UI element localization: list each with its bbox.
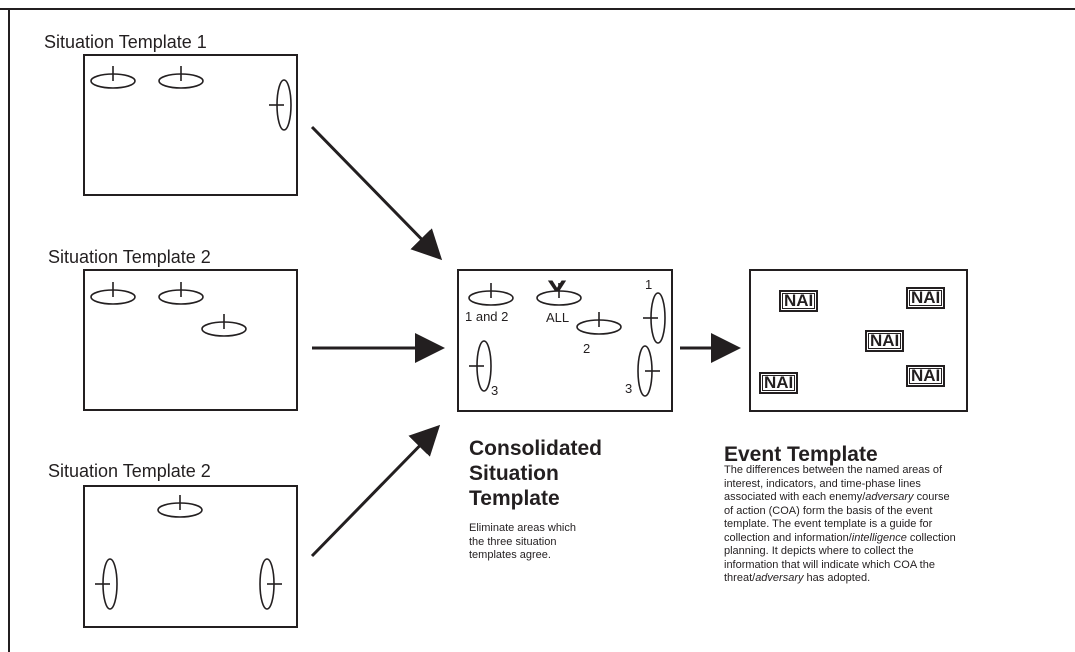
frame-top-border bbox=[0, 8, 1075, 10]
unit-symbol bbox=[468, 283, 514, 306]
arrow-template-3-to-consolidated bbox=[310, 424, 441, 558]
event-description-line: The differences between the named areas … bbox=[724, 464, 943, 476]
label-all: ALL bbox=[546, 310, 570, 325]
consolidated-description-line: templates agree. bbox=[469, 549, 551, 561]
label-3-right: 3 bbox=[625, 381, 633, 396]
unit-symbol bbox=[259, 558, 282, 610]
event-description-line: information that will indicate which COA… bbox=[724, 558, 935, 571]
event-description-line: associated with each enemy/adversary cou… bbox=[724, 491, 950, 503]
consolidated-description-line: Eliminate areas which bbox=[469, 522, 576, 534]
label-2: 2 bbox=[583, 341, 591, 356]
event-description: The differences between the named areas … bbox=[724, 464, 956, 586]
event-description-line: template. The event template is a guide … bbox=[724, 518, 933, 530]
unit-symbol bbox=[201, 314, 247, 337]
consolidated-heading-line-1: Consolidated bbox=[469, 437, 603, 460]
unit-symbol bbox=[637, 345, 660, 397]
arrow-template-1-to-consolidated bbox=[310, 125, 443, 261]
consolidated-heading: Consolidated Situation Template bbox=[469, 436, 602, 511]
nai-label: NAI bbox=[911, 288, 941, 307]
unit-symbol bbox=[95, 558, 118, 610]
label-3-left: 3 bbox=[491, 383, 499, 398]
nai-box-4: NAI bbox=[759, 372, 799, 394]
situation-template-1-title: Situation Template 1 bbox=[44, 32, 207, 52]
event-description-line: planning. It depicts where to collect th… bbox=[724, 545, 914, 557]
unit-symbol bbox=[576, 312, 622, 335]
unit-symbol bbox=[536, 283, 582, 306]
nai-label: NAI bbox=[764, 373, 794, 392]
event-description-line: threat/adversary has adopted. bbox=[724, 572, 871, 584]
event-heading: Event Template bbox=[724, 443, 878, 466]
unit-symbol bbox=[157, 495, 203, 518]
consolidated-description: Eliminate areas which the three situatio… bbox=[469, 522, 576, 563]
event-description-line: of action (COA) form the basis of the ev… bbox=[724, 504, 933, 517]
label-1: 1 bbox=[645, 277, 653, 292]
consolidated-description-line: the three situation bbox=[469, 535, 557, 548]
situation-template-3-title: Situation Template 2 bbox=[48, 461, 211, 481]
unit-symbol bbox=[469, 340, 492, 392]
consolidated-heading-line-2: Situation bbox=[469, 462, 559, 485]
unit-symbol bbox=[269, 79, 292, 131]
nai-box-3: NAI bbox=[865, 330, 905, 352]
label-1-and-2: 1 and 2 bbox=[465, 309, 509, 324]
unit-symbol bbox=[90, 66, 136, 89]
nai-box-1: NAI bbox=[779, 290, 819, 312]
event-description-line: collection and information/intelligence … bbox=[724, 531, 956, 544]
frame-left-border bbox=[8, 8, 10, 652]
consolidated-heading-line-3: Template bbox=[469, 487, 560, 510]
nai-label: NAI bbox=[911, 366, 941, 385]
unit-symbol bbox=[158, 66, 204, 89]
event-description-line: interest, indicators, and time-phase lin… bbox=[724, 477, 921, 490]
nai-label: NAI bbox=[870, 331, 900, 350]
nai-box-5: NAI bbox=[906, 365, 946, 387]
unit-symbol bbox=[158, 282, 204, 305]
unit-symbol bbox=[643, 292, 666, 344]
situation-template-2-title: Situation Template 2 bbox=[48, 247, 211, 267]
unit-symbol bbox=[90, 282, 136, 305]
nai-label: NAI bbox=[784, 291, 814, 310]
nai-box-2: NAI bbox=[906, 287, 946, 309]
